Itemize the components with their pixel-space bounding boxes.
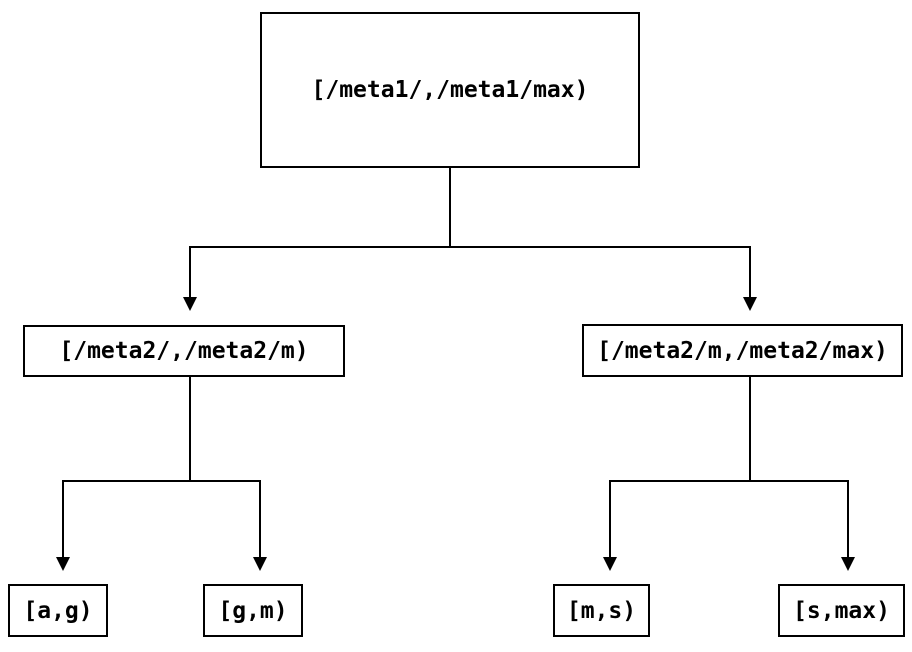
- tree-node-branch-right: [/meta2/m,/meta2/max): [582, 324, 903, 377]
- tree-node-leaf-s-max: [s,max): [778, 584, 905, 637]
- connector-root-to-branches: [189, 168, 751, 297]
- tree-node-branch-left: [/meta2/,/meta2/m): [23, 325, 345, 377]
- connector-branch-left-to-leaves: [62, 377, 261, 557]
- arrow-down-icon: [253, 557, 267, 571]
- connector-branch-right-to-leaves: [609, 377, 849, 557]
- tree-node-leaf-g-m-label: [g,m): [218, 597, 288, 624]
- arrow-down-icon: [56, 557, 70, 571]
- tree-node-leaf-s-max-label: [s,max): [793, 597, 890, 624]
- tree-node-branch-left-label: [/meta2/,/meta2/m): [59, 338, 309, 364]
- arrow-down-icon: [183, 297, 197, 311]
- tree-node-leaf-m-s: [m,s): [553, 584, 650, 637]
- arrow-down-icon: [743, 297, 757, 311]
- tree-node-leaf-a-g: [a,g): [8, 584, 108, 637]
- tree-node-branch-right-label: [/meta2/m,/meta2/max): [597, 337, 888, 364]
- tree-node-root: [/meta1/,/meta1/max): [260, 12, 640, 168]
- arrow-down-icon: [603, 557, 617, 571]
- tree-node-leaf-g-m: [g,m): [203, 584, 303, 637]
- tree-node-leaf-m-s-label: [m,s): [566, 597, 637, 624]
- tree-node-root-label: [/meta1/,/meta1/max): [311, 77, 589, 103]
- tree-node-leaf-a-g-label: [a,g): [23, 597, 93, 624]
- arrow-down-icon: [841, 557, 855, 571]
